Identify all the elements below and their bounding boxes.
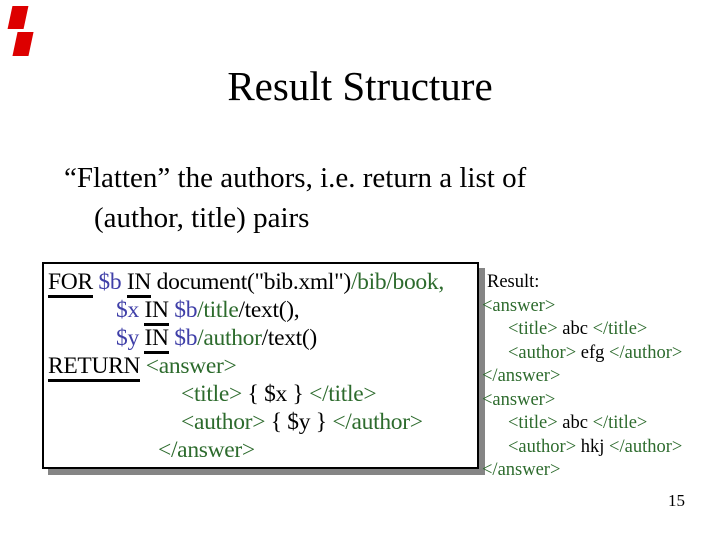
token-tag: </answer>: [482, 460, 561, 480]
code-line: <title> { $x } </title>: [48, 380, 475, 408]
page-title: Result Structure: [227, 63, 493, 109]
page-number: 15: [668, 491, 685, 510]
xml-line: <title> abc </title>: [482, 412, 720, 436]
token-plain: /text(),: [238, 297, 300, 323]
token-tag: </author>: [332, 409, 423, 435]
token-tag: <answer>: [145, 353, 237, 379]
red-accent-bar-bottom: [12, 32, 34, 56]
token-tag: <author>: [508, 342, 577, 363]
token-plain: { $y }: [265, 409, 333, 435]
code-line: $x IN $b/title/text(),: [48, 296, 475, 326]
token-kw: FOR: [48, 269, 93, 298]
token-tag: </author>: [609, 342, 683, 363]
result-panel: Result: <answer><title> abc </title><aut…: [482, 271, 720, 483]
token-kw: IN: [126, 269, 151, 298]
token-var: $x: [116, 297, 139, 323]
token-tag: <title>: [508, 319, 558, 339]
token-tag: </title>: [309, 381, 377, 407]
code-line: RETURN <answer>: [48, 352, 475, 382]
token-tag: <author>: [181, 409, 266, 435]
xml-line: <title> abc </title>: [482, 318, 720, 342]
xml-line: <author> hkj </author>: [482, 436, 720, 460]
body-line-2: (author, title) pairs: [94, 202, 310, 234]
token-tag: <answer>: [482, 295, 556, 316]
token-tag: /title: [197, 297, 239, 323]
code-line: </answer>: [48, 436, 475, 464]
token-tag: <author>: [508, 436, 577, 457]
code-line: <author> { $y } </author>: [48, 408, 475, 436]
token-tag: /bib/book,: [350, 269, 444, 295]
token-plain: abc: [557, 413, 593, 433]
body-text: “Flatten” the authors, i.e. return a lis…: [64, 158, 526, 238]
code-lines: FOR $b IN document("bib.xml")/bib/book,$…: [48, 268, 475, 464]
token-tag: <title>: [181, 381, 242, 407]
xml-line: </answer>: [482, 365, 720, 389]
red-accent-bar-top: [7, 6, 29, 29]
xml-line: <answer>: [482, 295, 720, 319]
result-label: Result:: [487, 272, 540, 292]
token-var: $b: [98, 269, 122, 295]
query-code-box: FOR $b IN document("bib.xml")/bib/book,$…: [42, 262, 479, 469]
xml-line: </answer>: [482, 459, 720, 483]
token-tag: <answer>: [482, 389, 556, 410]
body-line-1: “Flatten” the authors, i.e. return a lis…: [64, 162, 527, 194]
token-plain: /text(): [261, 325, 318, 351]
token-tag: <title>: [508, 413, 558, 433]
token-kw: IN: [144, 325, 169, 354]
token-tag: </title>: [592, 319, 648, 339]
token-kw: RETURN: [48, 353, 141, 382]
xml-line: <answer>: [482, 389, 720, 413]
code-line: FOR $b IN document("bib.xml")/bib/book,: [48, 268, 475, 298]
xml-line: <author> efg </author>: [482, 342, 720, 366]
token-plain: abc: [557, 319, 593, 339]
token-var: $b: [174, 297, 198, 323]
token-plain: { $x }: [241, 381, 310, 407]
token-tag: /author: [197, 325, 262, 351]
token-plain: efg: [576, 342, 610, 363]
token-plain: document("bib.xml"): [151, 269, 352, 295]
token-tag: </author>: [609, 436, 683, 457]
token-var: $y: [116, 325, 139, 351]
token-tag: </answer>: [158, 437, 255, 463]
result-lines: <answer><title> abc </title><author> efg…: [482, 295, 720, 483]
token-var: $b: [174, 325, 198, 351]
token-tag: </answer>: [482, 366, 561, 386]
token-plain: hkj: [576, 436, 610, 457]
token-kw: IN: [144, 297, 169, 326]
token-tag: </title>: [592, 413, 648, 433]
code-line: $y IN $b/author/text(): [48, 324, 475, 354]
